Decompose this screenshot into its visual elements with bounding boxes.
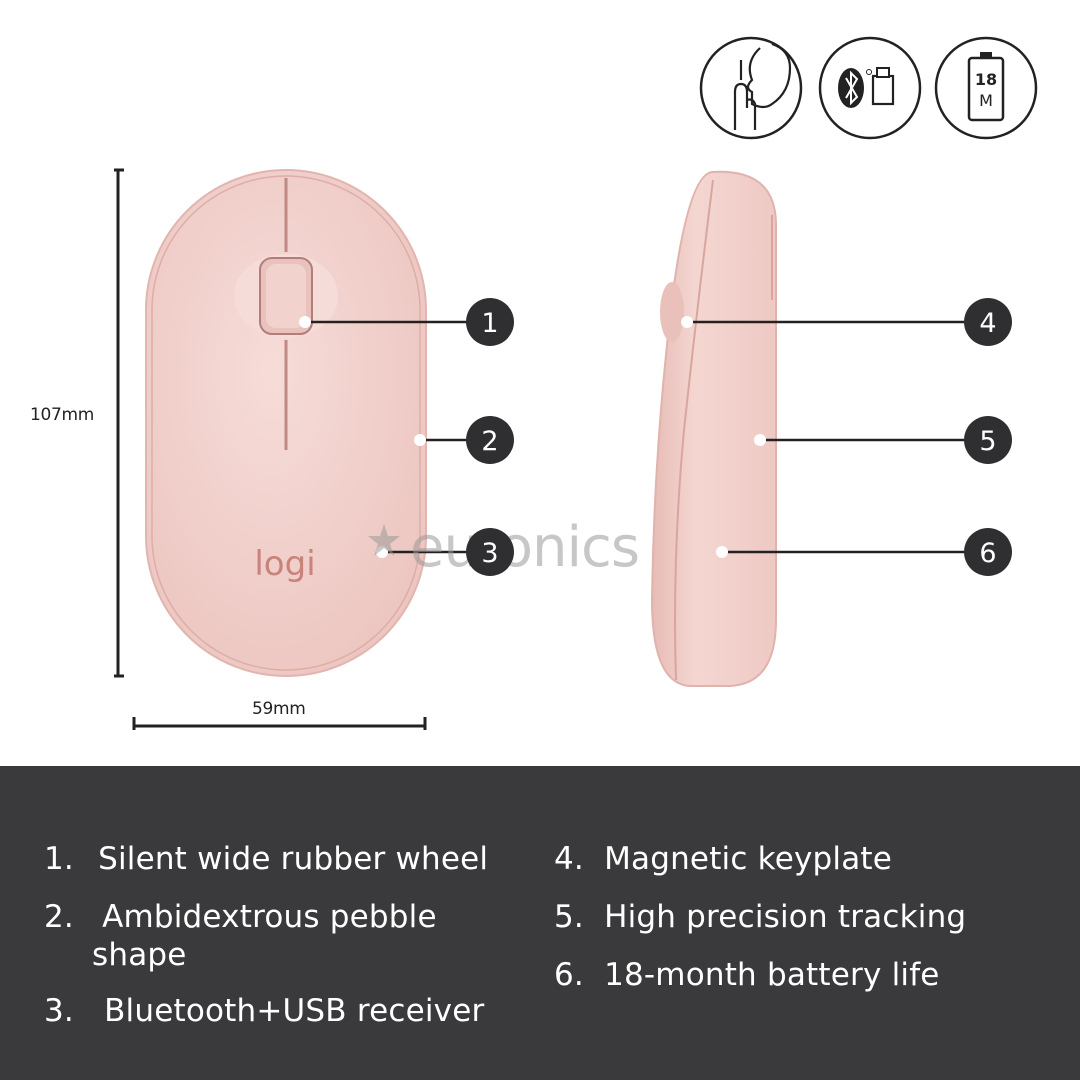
mouse-top-view: logi [145,169,427,677]
feature-number: 3. [44,993,74,1029]
feature-number: 2. [44,899,74,935]
callout-number: 3 [481,538,498,569]
callout-number: 2 [481,426,498,457]
feature-text: High precision tracking [604,899,967,935]
feature-text: Silent wide rubber wheel [98,841,489,877]
height-dimension-line [114,168,124,678]
feature-text-continued: shape [92,937,187,973]
feature-number: 6. [554,957,584,993]
width-dimension-label: 59mm [252,699,306,719]
silent-finger-icon [699,36,803,140]
battery-label-bottom: M [979,91,993,110]
callout-badge-4: 4 [964,298,1012,346]
feature-item-2: 2. Ambidextrous pebble shape [44,898,437,974]
callout-number: 1 [481,308,498,339]
feature-number: 4. [554,841,584,877]
mouse-side-view [650,170,777,687]
callout-number: 6 [979,538,996,569]
callout-number: 5 [979,426,996,457]
product-illustration-area: 18 M logi [30,36,1038,730]
feature-item-3: 3. Bluetooth+USB receiver [44,992,484,1030]
euronics-watermark: euronics [368,515,640,580]
feature-item-1: 1. Silent wide rubber wheel [44,840,488,878]
callout-number: 4 [979,308,996,339]
watermark-text: euronics [410,515,639,580]
bluetooth-usb-icon [818,36,922,140]
feature-text: Ambidextrous pebble [102,899,437,935]
illustration-canvas: 18 M logi [114,36,1038,730]
callout-lines [299,316,966,558]
battery-label-top: 18 [975,70,997,89]
callout-badge-2: 2 [466,416,514,464]
callout-badge-1: 1 [466,298,514,346]
feature-text: Bluetooth+USB receiver [104,993,485,1029]
callout-badge-5: 5 [964,416,1012,464]
callout-badge-3: 3 [466,528,514,576]
feature-item-6: 6. 18-month battery life [554,956,940,994]
callout-badge-6: 6 [964,528,1012,576]
feature-number: 5. [554,899,584,935]
feature-list-panel: 1. Silent wide rubber wheel 2. Ambidextr… [0,766,1080,1080]
logi-logo: logi [254,544,315,584]
feature-number: 1. [44,841,74,877]
height-dimension-label: 107mm [30,405,95,425]
feature-item-5: 5. High precision tracking [554,898,966,936]
feature-item-4: 4. Magnetic keyplate [554,840,892,878]
width-dimension-line [132,717,427,730]
battery-icon: 18 M [934,36,1038,140]
feature-text: 18-month battery life [604,957,940,993]
feature-text: Magnetic keyplate [604,841,893,877]
